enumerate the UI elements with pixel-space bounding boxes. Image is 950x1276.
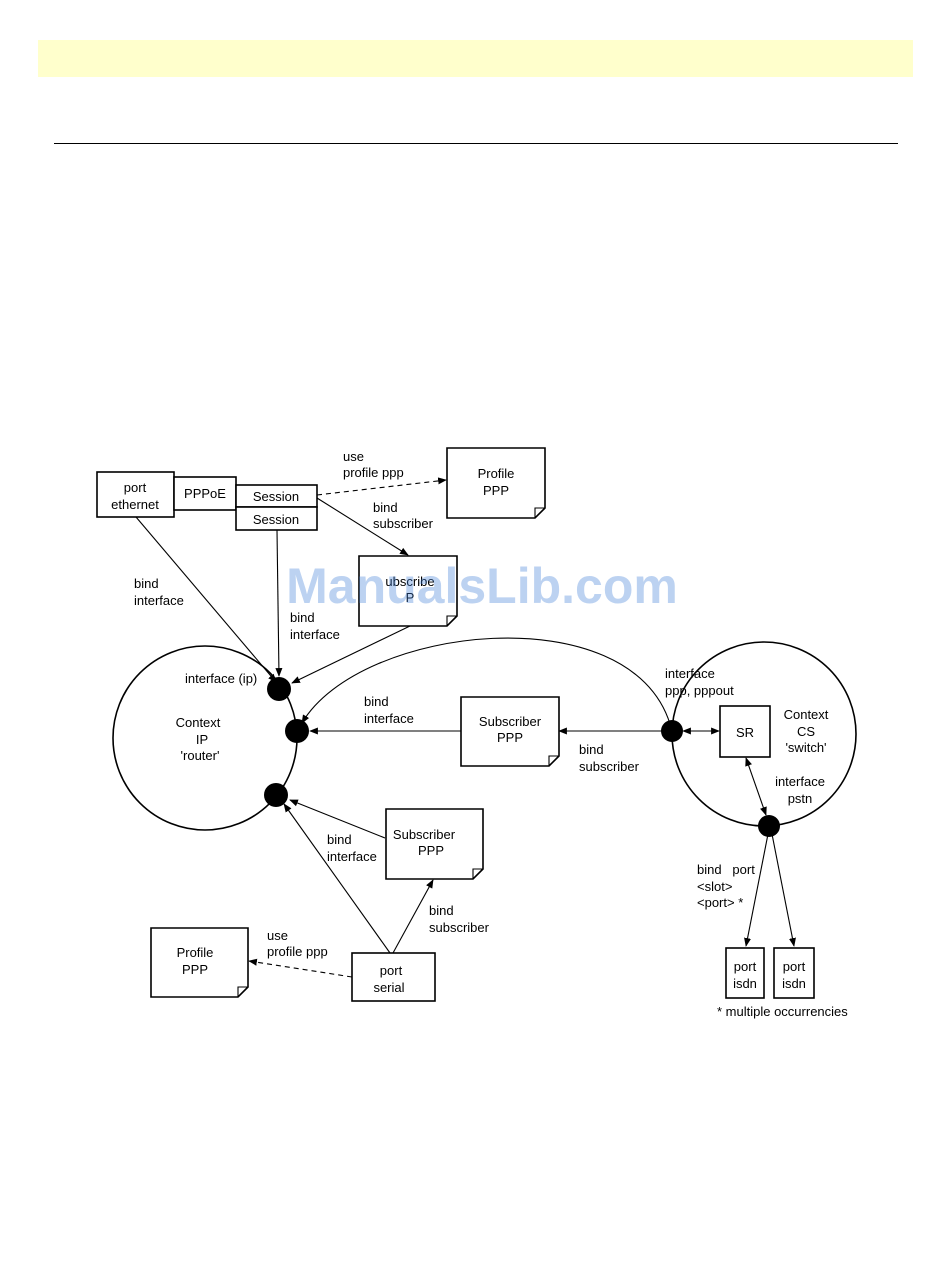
bind-subscriber-top-label-1: bind — [373, 500, 398, 515]
context-ip-label-3: 'router' — [181, 748, 220, 763]
edge-serial-to-ip — [283, 803, 391, 954]
pppoe-label: PPPoE — [184, 486, 226, 501]
header-rule — [54, 143, 898, 144]
subscriber-ppp-mid-label-2: PPP — [497, 730, 523, 745]
bind-interface-eth-label-2: interface — [134, 593, 184, 608]
profile-ppp-low-fold — [237, 986, 248, 997]
context-ip-label-1: Context — [176, 715, 221, 730]
bind-port-label-1: bind port — [697, 862, 755, 877]
interface-ip-label: interface (ip) — [185, 671, 257, 686]
edge-pstn-isdn-1 — [744, 828, 770, 947]
use-profile-low-label-2: profile ppp — [267, 944, 328, 959]
port-isdn-2-label-2: isdn — [782, 976, 806, 991]
context-cs-label-2: CS — [797, 724, 815, 739]
use-profile-top-label-2: profile ppp — [343, 465, 404, 480]
profile-ppp-top-fold — [534, 507, 545, 518]
port-isdn-1-label-2: isdn — [733, 976, 757, 991]
bind-interface-low-label-2: interface — [327, 849, 377, 864]
port-serial-label-1: port — [380, 963, 403, 978]
subscriber-ppp-low-fold — [472, 868, 483, 879]
port-isdn-2-label-1: port — [783, 959, 806, 974]
bind-subscriber-low-label-2: subscriber — [429, 920, 490, 935]
footnote-label: * multiple occurrencies — [717, 1004, 848, 1019]
bind-port-label-2: <slot> — [697, 879, 732, 894]
edge-pstn-isdn-2 — [770, 828, 796, 947]
interface-dot-pstn — [758, 815, 780, 837]
context-cs-label-3: 'switch' — [785, 740, 826, 755]
port-isdn-box-1 — [725, 947, 765, 999]
subscriber-ppp-top-label-1: ubscribe — [385, 574, 434, 589]
interface-dot-ip — [267, 677, 291, 701]
interface-ppp-pppout-label-2: ppp, pppout — [665, 683, 734, 698]
subscriber-ppp-mid-label-1: Subscriber — [479, 714, 542, 729]
subscriber-ppp-top-label-2: P — [406, 590, 415, 605]
bind-subscriber-low-label-1: bind — [429, 903, 454, 918]
edge-eth-to-ip — [135, 516, 277, 683]
bind-interface-session-label-1: bind — [290, 610, 315, 625]
edge-session-to-profile — [316, 477, 447, 496]
port-isdn-1-label-1: port — [734, 959, 757, 974]
edge-subscriber-to-ip — [291, 625, 411, 684]
edge-sr-pstn — [745, 757, 767, 816]
bind-interface-session-label-2: interface — [290, 627, 340, 642]
use-profile-top-label-1: use — [343, 449, 364, 464]
header-banner — [38, 40, 913, 77]
interface-ppp-pppout-label-1: interface — [665, 666, 715, 681]
watermark: ManualsLib.com — [286, 558, 678, 614]
edge-serial-to-sublow — [392, 879, 434, 954]
profile-ppp-top-box — [446, 447, 546, 519]
interface-dot-ip-low — [264, 783, 288, 807]
subscriber-ppp-low-label-2: PPP — [418, 843, 444, 858]
edge-session-to-ip — [275, 529, 283, 677]
interface-dot-ip-mid — [285, 719, 309, 743]
port-ethernet-label-1: port — [124, 480, 147, 495]
sr-label: SR — [736, 725, 754, 740]
port-serial-box — [351, 952, 436, 1002]
interface-pstn-label-1: interface — [775, 774, 825, 789]
interface-dot-pppout — [661, 720, 683, 742]
context-cs-label-1: Context — [784, 707, 829, 722]
subscriber-ppp-top-fold — [446, 615, 457, 626]
subscriber-ppp-low-box — [385, 808, 484, 880]
session-box-2 — [235, 506, 318, 531]
bind-interface-low-label-1: bind — [327, 832, 352, 847]
profile-ppp-low-label-1: Profile — [177, 945, 214, 960]
bind-interface-mid-label-2: interface — [364, 711, 414, 726]
session-label-2: Session — [253, 512, 299, 527]
use-profile-low-label-1: use — [267, 928, 288, 943]
context-ip-label-2: IP — [196, 732, 208, 747]
bind-port-label-3: <port> * — [697, 895, 743, 910]
sr-box — [719, 705, 771, 758]
session-label-1: Session — [253, 489, 299, 504]
subscriber-ppp-low-label-1: Subscriber — [393, 827, 456, 842]
subscriber-ppp-top-box — [358, 555, 458, 627]
bind-subscriber-top-label-2: subscriber — [373, 516, 434, 531]
bind-interface-mid-label-1: bind — [364, 694, 389, 709]
edge-sublow-to-ip — [289, 799, 386, 839]
port-isdn-box-2 — [773, 947, 815, 999]
profile-ppp-top-label-1: Profile — [478, 466, 515, 481]
port-serial-label-2: serial — [373, 980, 404, 995]
bind-interface-eth-label-1: bind — [134, 576, 159, 591]
port-ethernet-label-2: ethernet — [111, 497, 159, 512]
subscriber-ppp-mid-fold — [548, 755, 559, 766]
edge-session-to-subscriber — [316, 497, 409, 556]
bind-subscriber-mid-label-1: bind — [579, 742, 604, 757]
profile-ppp-top-label-2: PPP — [483, 483, 509, 498]
profile-ppp-low-box — [150, 927, 249, 998]
edge-cs-to-ip-arc — [301, 637, 671, 725]
interface-pstn-label-2: pstn — [788, 791, 813, 806]
profile-ppp-low-label-2: PPP — [182, 962, 208, 977]
subscriber-ppp-mid-box — [460, 696, 560, 767]
bind-subscriber-mid-label-2: subscriber — [579, 759, 640, 774]
edge-serial-to-profile — [248, 958, 353, 978]
